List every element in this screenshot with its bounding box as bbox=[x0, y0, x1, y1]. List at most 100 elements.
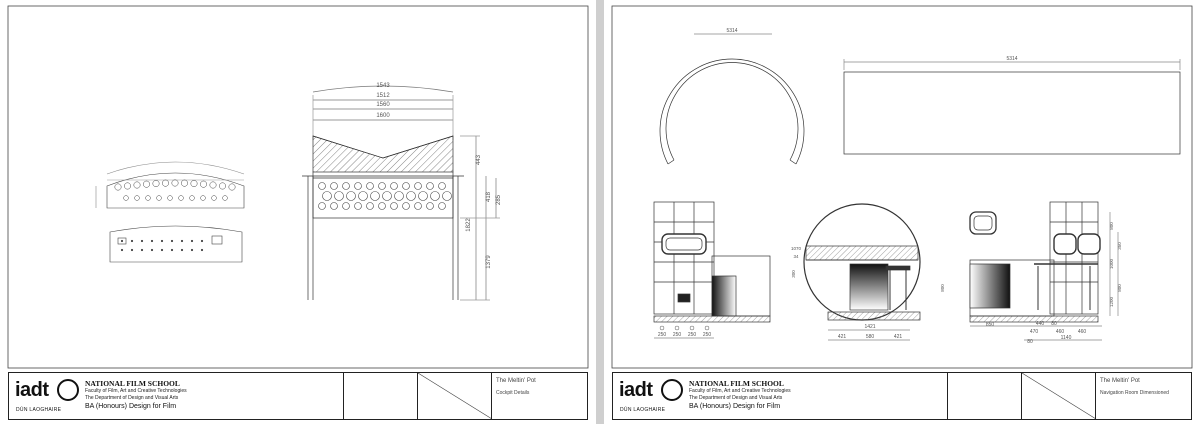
title-block: iadt DÚN LAOGHAIRE NATIONAL FILM SCHOOL … bbox=[612, 372, 1192, 420]
gauge-icon bbox=[334, 191, 344, 201]
dial-icon bbox=[228, 183, 236, 191]
dim-right-470: 470 bbox=[1030, 329, 1039, 335]
dial-icon bbox=[181, 179, 188, 187]
dim-1512: 1512 bbox=[376, 93, 390, 99]
dim-right-v-800b: 800 bbox=[1117, 284, 1122, 292]
project-title: The Meltin' Pot bbox=[496, 378, 536, 384]
credits-box bbox=[947, 373, 1022, 419]
dim-circle-v-1070: 1070 bbox=[791, 246, 802, 251]
faculty-line: Faculty of Film, Art and Creative Techno… bbox=[689, 388, 791, 394]
drawing-title-box: The Meltin' Pot Navigation Room Dimensio… bbox=[1095, 373, 1192, 419]
dim-right-80: 80 bbox=[1051, 321, 1057, 327]
switch-icon bbox=[120, 248, 124, 252]
gauge-icon bbox=[414, 202, 422, 210]
dim-right-850: 850 bbox=[986, 322, 995, 328]
gauge-icon bbox=[330, 182, 338, 190]
gauge-icon bbox=[426, 202, 434, 210]
switch-icon bbox=[160, 248, 164, 252]
switch-icon bbox=[130, 239, 134, 243]
gauge-icon bbox=[366, 202, 374, 210]
logo-subtitle: DÚN LAOGHAIRE bbox=[16, 407, 62, 413]
gauge-icon bbox=[342, 182, 350, 190]
cockpit-elevation-knobs bbox=[318, 182, 452, 210]
dim-1379: 1379 bbox=[486, 255, 492, 269]
issue-box bbox=[417, 373, 492, 419]
dial-icon bbox=[200, 195, 206, 201]
dim-arch-5314: 5314 bbox=[726, 28, 737, 34]
dim-right-v-800: 800 bbox=[1109, 222, 1114, 230]
logo-subtitle: DÚN LAOGHAIRE bbox=[620, 407, 666, 413]
circle-section bbox=[803, 203, 921, 341]
switch-icon bbox=[170, 248, 174, 252]
title-block: iadt DÚN LAOGHAIRE NATIONAL FILM SCHOOL … bbox=[8, 372, 588, 420]
dim-right-460b: 460 bbox=[1078, 329, 1087, 335]
switch-icon bbox=[150, 248, 154, 252]
dial-icon bbox=[124, 182, 131, 190]
switch-icon bbox=[200, 248, 204, 252]
dial-icon bbox=[211, 195, 217, 201]
dial-icon bbox=[156, 195, 162, 201]
dial-icon bbox=[133, 181, 141, 189]
dim-418: 418 bbox=[486, 191, 492, 202]
switch-icon bbox=[160, 239, 164, 243]
left-section bbox=[653, 201, 771, 339]
bay-marker-icon bbox=[689, 325, 695, 331]
arch-plan bbox=[659, 33, 805, 165]
bay-marker-icon bbox=[674, 325, 680, 331]
department-line: The Department of Design and Visual Arts bbox=[85, 394, 179, 401]
logo-ring-icon bbox=[661, 379, 683, 401]
dim-right-v-1200: 1200 bbox=[1109, 296, 1114, 307]
right-section bbox=[969, 201, 1119, 341]
drawing-title-box: The Meltin' Pot Cockpit Details bbox=[491, 373, 588, 419]
gauge-icon bbox=[378, 182, 386, 190]
dim-1543: 1543 bbox=[376, 83, 390, 89]
gauge-icon bbox=[414, 182, 422, 190]
panel-bottom-view bbox=[109, 225, 243, 263]
drawing-title: Navigation Room Dimensioned bbox=[1100, 390, 1169, 396]
faculty-line: Faculty of Film, Art and Creative Techno… bbox=[85, 388, 187, 394]
gauge-icon bbox=[430, 191, 440, 201]
dim-right-440: 440 bbox=[1036, 321, 1045, 327]
gauge-icon bbox=[402, 182, 410, 190]
gauge-icon bbox=[318, 202, 326, 210]
logo-ring-icon bbox=[57, 379, 79, 401]
dim-bay-250-a: 250 bbox=[658, 332, 667, 338]
dim-1600: 1600 bbox=[376, 113, 390, 119]
dim-right-v-1000: 1000 bbox=[1109, 258, 1114, 269]
gauge-icon bbox=[322, 191, 332, 201]
dial-icon bbox=[190, 180, 198, 187]
sheet-border bbox=[7, 5, 589, 369]
dim-right-80b: 80 bbox=[1027, 339, 1033, 345]
cockpit-drawing: 1543 1512 1560 1600 443 418 285 1822 137… bbox=[7, 5, 589, 369]
gauge-icon bbox=[354, 202, 362, 210]
gauge-icon bbox=[346, 191, 356, 201]
dial-icon bbox=[171, 179, 179, 187]
gauge-icon bbox=[402, 202, 410, 210]
dim-circle-v-34: 34 bbox=[793, 254, 799, 259]
switch-icon bbox=[170, 239, 174, 243]
switch-icon bbox=[130, 248, 134, 252]
panel-top-knobs bbox=[114, 179, 236, 201]
gauge-icon bbox=[390, 182, 398, 190]
sheet-navigation-room: 5314 5314 250 250 250 bbox=[604, 0, 1200, 424]
dim-bay-250-c: 250 bbox=[688, 332, 697, 338]
gauge-icon bbox=[438, 182, 446, 190]
switch-icon bbox=[120, 239, 124, 243]
switch-icon bbox=[140, 248, 144, 252]
dial-icon bbox=[167, 195, 173, 201]
dim-443: 443 bbox=[476, 154, 482, 165]
iadt-logo: iadt DÚN LAOGHAIRE bbox=[617, 377, 683, 417]
degree-line: BA (Honours) Design for Film bbox=[689, 403, 781, 410]
long-wall-elevation bbox=[843, 59, 1181, 155]
switch-icon bbox=[150, 239, 154, 243]
drawing-title: Cockpit Details bbox=[496, 390, 530, 396]
dim-right-460: 460 bbox=[1056, 329, 1065, 335]
switch-icon bbox=[190, 239, 194, 243]
dim-right-1140: 1140 bbox=[1061, 335, 1072, 341]
switch-icon bbox=[180, 239, 184, 243]
gauge-icon bbox=[438, 202, 446, 210]
gauge-icon bbox=[354, 182, 362, 190]
gauge-icon bbox=[442, 191, 452, 201]
school-name: NATIONAL FILM SCHOOL bbox=[689, 379, 784, 388]
sheet-border bbox=[611, 5, 1193, 369]
